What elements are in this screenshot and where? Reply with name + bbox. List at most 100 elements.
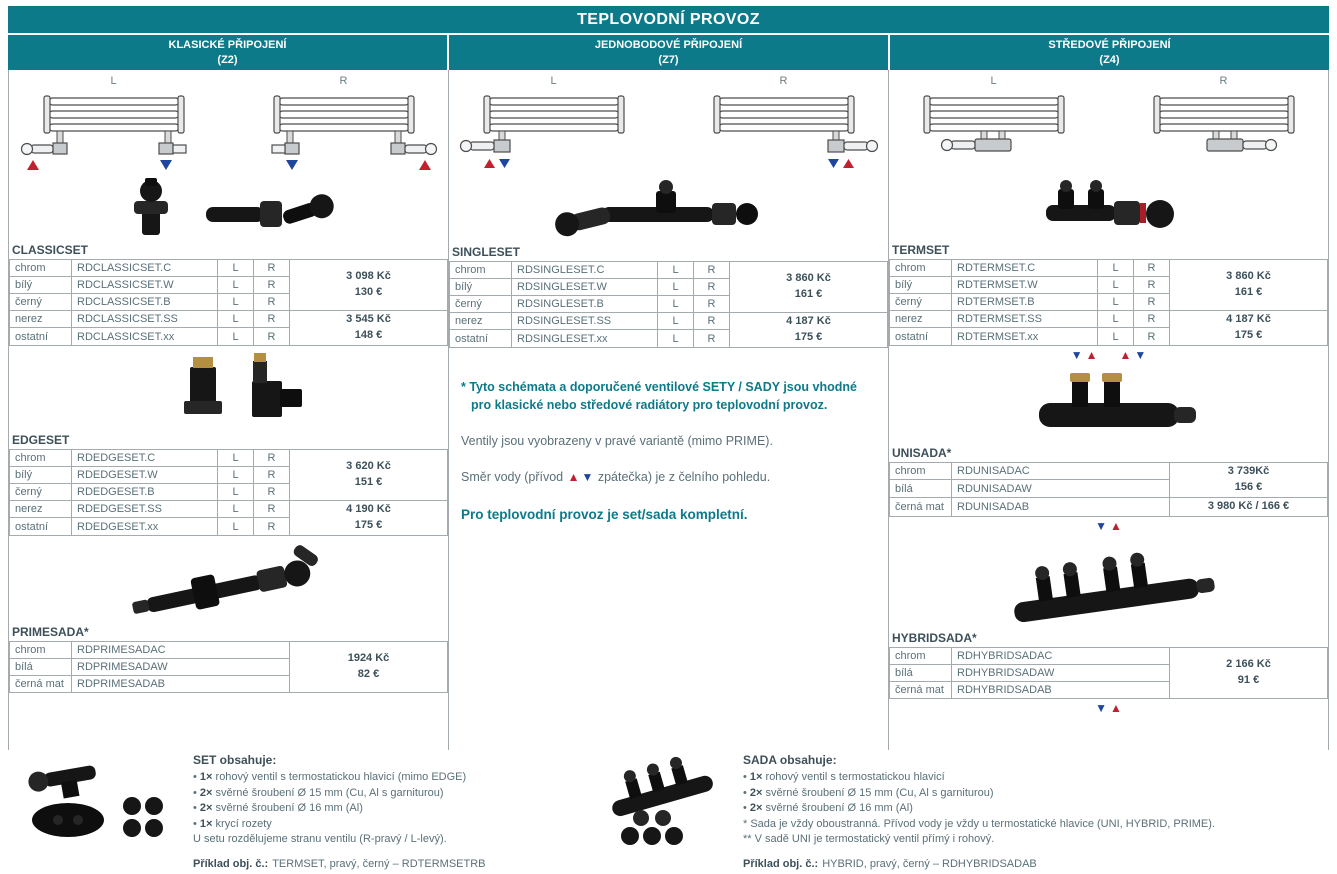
code-cell: RDCLASSICSET.B [71, 293, 218, 311]
info-box: * Tyto schémata a doporučené ventilové S… [449, 348, 888, 524]
lr-cell: L [657, 311, 694, 331]
code-cell: RDSINGLESET.SS [511, 311, 658, 331]
flow-down-blue-icon: ▼ [1095, 701, 1107, 716]
code-cell: RDPRIMESADAB [71, 674, 290, 693]
column-headers: KLASICKÉ PŘIPOJENÍ (Z2) JEDNOBODOVÉ PŘIP… [8, 35, 1329, 70]
singleset-photo-icon [554, 180, 758, 237]
diagram-z7-left: L [454, 74, 654, 176]
lr-cell: R [253, 499, 290, 519]
color-cell: černá mat [9, 674, 72, 693]
radiator-diagram-z7-left-icon [454, 88, 654, 176]
radiator-diagram-z4-right-icon [1124, 88, 1324, 176]
radiator-diagram-z2-right-icon [244, 88, 444, 176]
color-cell: černá mat [889, 496, 952, 517]
set-contains-block: SET obsahuje: • 1× rohový ventil s termo… [193, 752, 583, 872]
color-cell: chrom [9, 448, 72, 467]
color-cell: černý [449, 295, 512, 313]
lr-cell: L [657, 278, 694, 296]
product-name-edgeset: EDGESET [12, 432, 70, 447]
flow-up-red-icon: ▲ [1110, 519, 1122, 534]
color-cell: bílý [449, 278, 512, 296]
diagram-z4-left: L [894, 74, 1094, 176]
column-header-z4: STŘEDOVÉ PŘIPOJENÍ (Z4) [890, 35, 1329, 70]
sada-components-photo-icon [611, 756, 713, 845]
set-example: Příklad obj. č.:TERMSET, pravý, černý – … [193, 857, 575, 873]
product-name-termset: TERMSET [892, 243, 950, 257]
diagram-row-z7: L R [449, 70, 888, 176]
info-note-variant: Ventily jsou vyobrazeny v pravé variantě… [461, 434, 773, 449]
color-cell: chrom [9, 259, 72, 277]
radiator-diagram-z7-right-icon [684, 88, 884, 176]
lr-cell: L [217, 448, 254, 467]
column-header-z7-code: (Z7) [658, 53, 679, 66]
lr-cell: R [253, 259, 290, 277]
info-note-flow-pre: Směr vody (přívod [461, 470, 567, 485]
contents-item: • 2× svěrné šroubení Ø 16 mm (Al) [743, 802, 913, 815]
footer-set-section: SET obsahuje: • 1× rohový ventil s termo… [8, 752, 583, 872]
color-cell: bílý [9, 276, 72, 294]
lr-cell: L [657, 295, 694, 313]
flow-up-red-icon: ▲ [1119, 348, 1132, 363]
flow-markers-unisada: ▼▲▲▼ [889, 346, 1328, 365]
code-cell: RDSINGLESET.xx [511, 329, 658, 348]
lr-cell: L [217, 293, 254, 311]
diagram-z2-left: L [14, 74, 214, 176]
classicset-photo-icon [133, 178, 334, 235]
color-cell: ostatní [9, 327, 72, 346]
radiator-diagram-z4-left-icon [894, 88, 1094, 176]
lr-cell: R [1133, 293, 1170, 311]
lr-cell: L [217, 499, 254, 519]
termset-photo-icon [1045, 180, 1174, 228]
diagram-row-z4: L R [889, 70, 1328, 176]
lr-cell: L [657, 329, 694, 348]
sada-example: Příklad obj. č.:HYBRID, pravý, černý – R… [743, 857, 1321, 873]
product-name-unisada: UNISADA* [892, 445, 952, 460]
lr-cell: L [217, 327, 254, 346]
sada-example-text: HYBRID, pravý, černý – RDHYBRIDSADAB [822, 858, 1037, 871]
color-cell: ostatní [449, 329, 512, 348]
color-cell: chrom [449, 261, 512, 279]
column-z7: L R [449, 70, 889, 750]
lr-cell: L [217, 276, 254, 294]
hybridsada-photo-icon [1013, 552, 1215, 622]
code-cell: RDCLASSICSET.SS [71, 309, 218, 329]
lr-cell: R [253, 482, 290, 501]
code-cell: RDSINGLESET.W [511, 278, 658, 296]
lr-cell: R [253, 276, 290, 294]
code-cell: RDHYBRIDSADAW [951, 663, 1170, 682]
flow-up-red-icon: ▲ [567, 470, 580, 485]
code-cell: RDHYBRIDSADAC [951, 646, 1170, 665]
code-cell: RDPRIMESADAC [71, 640, 290, 659]
column-header-z2: KLASICKÉ PŘIPOJENÍ (Z2) [8, 35, 447, 70]
contents-item: • 1× rohový ventil s termostatickou hlav… [743, 771, 945, 784]
set-note: U setu rozdělujeme stranu ventilu (R-pra… [193, 833, 447, 846]
lr-cell: L [217, 309, 254, 329]
code-cell: RDEDGESET.xx [71, 517, 218, 536]
code-cell: RDUNISADAB [951, 496, 1170, 517]
flow-down-blue-icon: ▼ [581, 470, 594, 485]
lr-cell: R [693, 278, 730, 296]
